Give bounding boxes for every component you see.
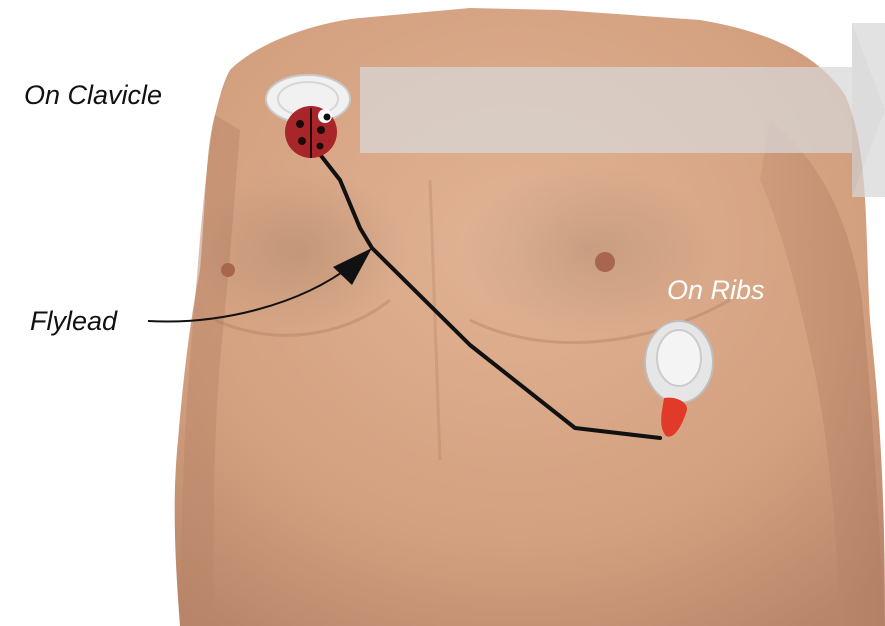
nipple-right	[221, 263, 235, 277]
label-on-ribs: On Ribs	[667, 277, 765, 304]
label-on-clavicle: On Clavicle	[24, 82, 162, 109]
nipple-left	[595, 252, 615, 272]
label-flylead: Flylead	[30, 308, 117, 335]
